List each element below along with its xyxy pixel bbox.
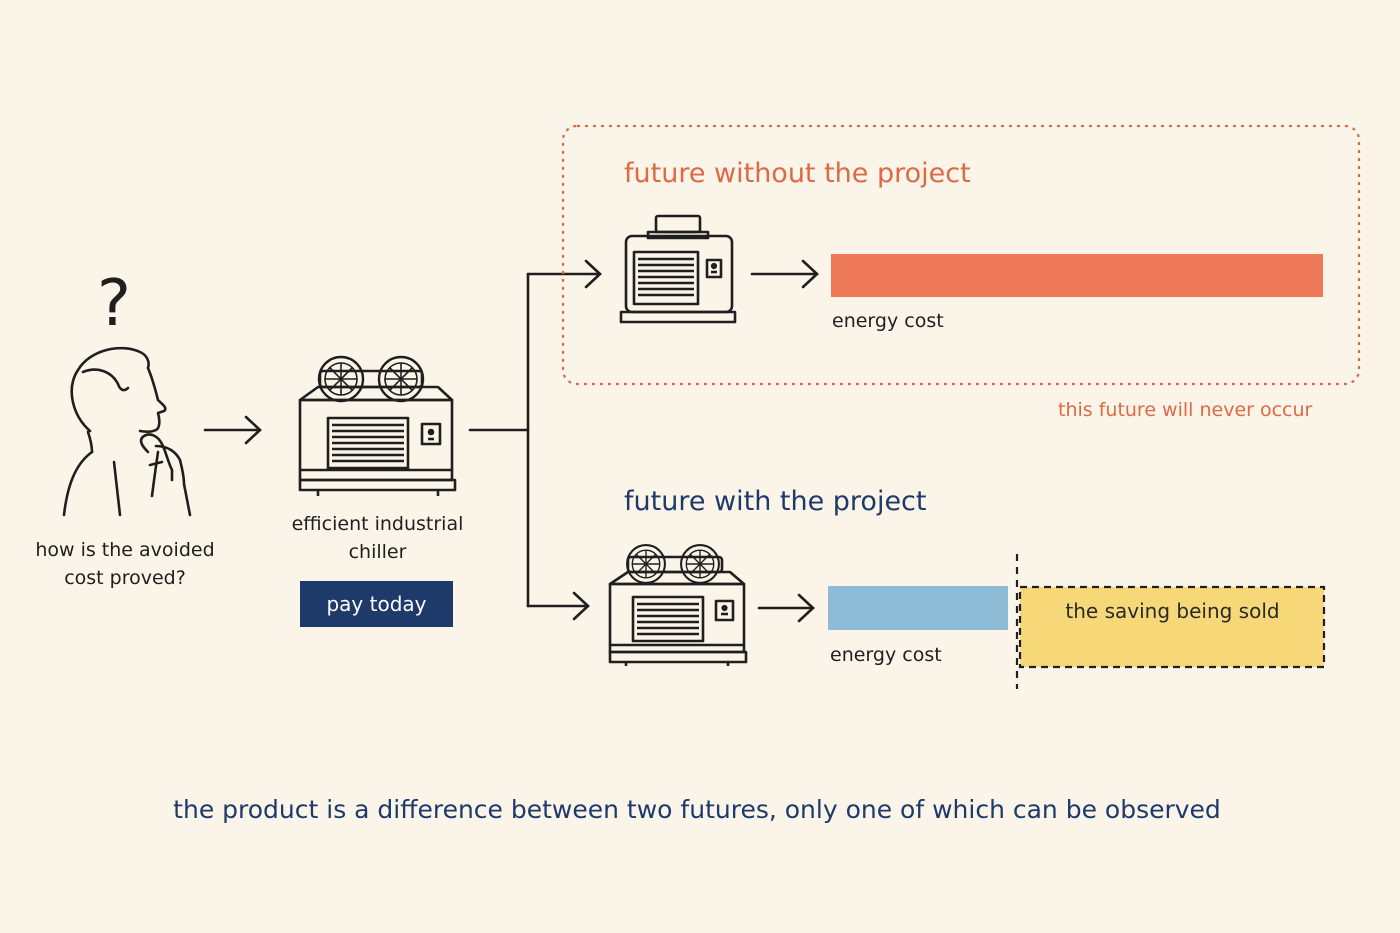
energy-cost-bar-without: [831, 254, 1323, 297]
future-without-title: future without the project: [624, 158, 971, 189]
thinking-person-icon: [62, 346, 192, 517]
chiller-icon: [608, 543, 748, 666]
energy-cost-bar-with: [828, 586, 1008, 630]
energy-cost-label-with: energy cost: [830, 644, 942, 666]
future-without-frame: [561, 124, 1361, 386]
footer-caption: the product is a difference between two …: [173, 795, 1221, 824]
arrow-right-icon: [750, 259, 819, 289]
person-caption: how is the avoided cost proved?: [35, 539, 215, 589]
saving-box: [1018, 585, 1326, 669]
saving-label: the saving being sold: [1065, 599, 1280, 623]
energy-cost-label-without: energy cost: [832, 310, 944, 332]
pay-today-button[interactable]: pay today: [300, 581, 453, 627]
old-chiller-icon: [619, 214, 737, 324]
chiller-caption: efficient industrial chiller: [291, 513, 464, 563]
arrow-right-icon: [757, 593, 815, 623]
future-with-title: future with the project: [624, 486, 927, 517]
chiller-icon: [298, 355, 457, 496]
arrow-right-icon: [203, 415, 262, 445]
branch-connector: [468, 259, 602, 621]
never-occur-note: this future will never occur: [1058, 399, 1313, 421]
question-mark-icon: ?: [97, 267, 131, 341]
